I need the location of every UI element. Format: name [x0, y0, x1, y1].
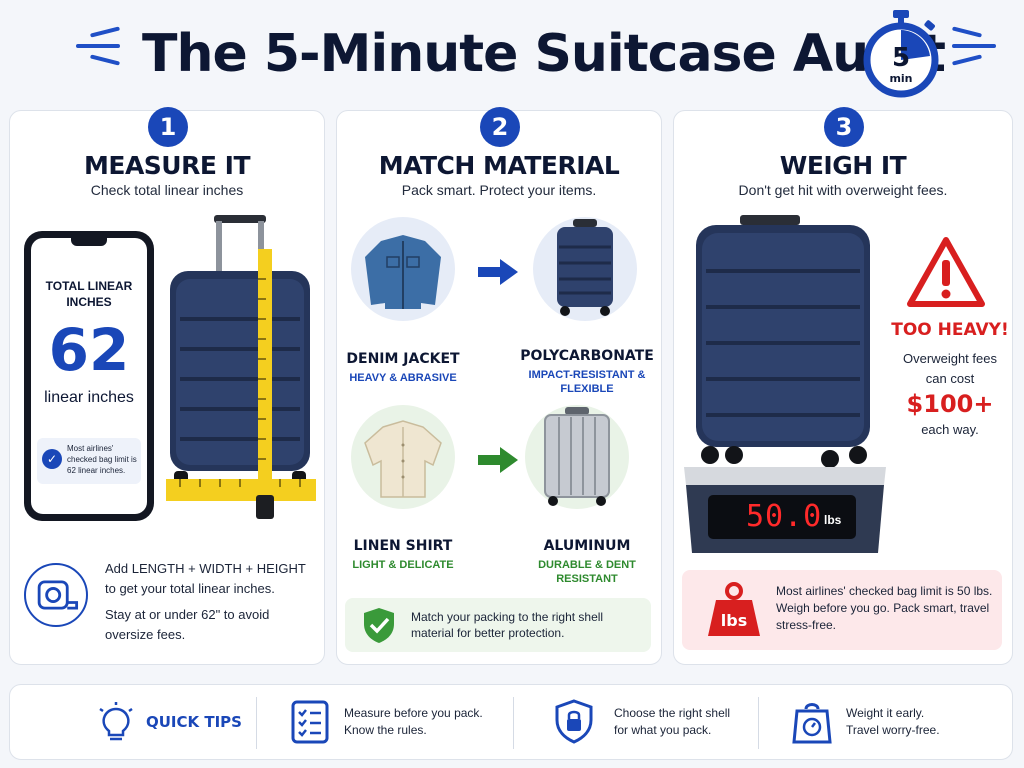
step-badge-2: 2 [480, 107, 520, 147]
weight-lbs-icon: lbs [708, 582, 760, 636]
arrow-right-icon [478, 259, 518, 285]
denim-jacket-label: DENIM JACKET [346, 351, 460, 367]
step-badge-3: 3 [824, 107, 864, 147]
fee-amount: $100+ [906, 390, 994, 418]
fee-line-2: can cost [925, 371, 975, 386]
tape-measure-icon [24, 563, 88, 627]
denim-jacket-circle [351, 217, 455, 321]
linen-shirt-icon [364, 420, 442, 498]
weight-icon-label: lbs [721, 611, 747, 630]
header: The 5-Minute Suitcase Audit 5 min [0, 0, 1024, 104]
linen-shirt-circle [351, 405, 455, 509]
weigh-panel: 3 WEIGH IT Don't get hit with overweight… [673, 107, 1013, 665]
phone-note: ✓ Most airlines' checked bag limit is 62… [37, 438, 141, 484]
page-title: The 5-Minute Suitcase Audit [142, 24, 946, 84]
step-badge-1: 1 [148, 107, 188, 147]
timer-value: 5 [892, 43, 910, 73]
polycarbonate-label: POLYCARBONATE [520, 348, 654, 364]
too-heavy-warning: TOO HEAVY! [891, 320, 1009, 340]
weigh-title: WEIGH IT [779, 151, 907, 180]
aluminum-suitcase-icon [544, 407, 610, 506]
shield-lock-icon [555, 699, 593, 744]
measure-panel: 1 MEASURE IT Check total linear inches T… [9, 107, 325, 665]
polycarbonate-suitcase-icon [557, 219, 613, 316]
tip-weigh: Weight it early. Travel worry-free. [846, 706, 940, 737]
material-subtitle: Pack smart. Protect your items. [401, 182, 597, 198]
weigh-subtitle: Don't get hit with overweight fees. [738, 182, 948, 198]
weigh-tip: lbs Most airlines' checked bag limit is … [682, 570, 1002, 650]
linear-inches-value: 62 [48, 316, 130, 384]
denim-jacket-desc: HEAVY & ABRASIVE [349, 372, 457, 384]
shield-check-icon [364, 608, 394, 643]
phone-illustration: TOTAL LINEAR INCHES 62 linear inches ✓ M… [24, 231, 154, 521]
suitcase-tape-illustration [166, 215, 316, 519]
aluminum-circle [525, 405, 629, 509]
material-panel: 2 MATCH MATERIAL Pack smart. Protect you… [336, 107, 662, 665]
quick-tips-bar: QUICK TIPS Measure before you pack. Know… [9, 684, 1013, 760]
bag-scale-icon [792, 703, 832, 744]
quick-tips-label: QUICK TIPS [146, 713, 242, 731]
scale-weight-unit: lbs [824, 513, 842, 527]
material-tip-text: Match your packing to the right shell ma… [411, 610, 604, 640]
linen-shirt-label: LINEN SHIRT [353, 538, 453, 554]
lightbulb-icon [99, 702, 133, 741]
denim-jacket-icon [365, 235, 441, 309]
weigh-tip-text: Most airlines' checked bag limit is 50 l… [776, 584, 993, 632]
linen-shirt-desc: LIGHT & DELICATE [352, 559, 454, 571]
scale-readout: 50.0 lbs [708, 495, 856, 539]
linear-inches-unit: linear inches [44, 389, 134, 406]
fee-line-1: Overweight fees [903, 351, 997, 366]
material-title: MATCH MATERIAL [378, 151, 620, 180]
tip-measure: Measure before you pack. Know the rules. [344, 706, 483, 737]
polycarbonate-circle [533, 217, 637, 321]
measure-subtitle: Check total linear inches [90, 182, 244, 198]
arrow-right-icon [478, 447, 518, 473]
scale-weight-value: 50.0 [746, 499, 823, 534]
stopwatch-icon: 5 min [863, 10, 939, 98]
aluminum-label: ALUMINUM [543, 538, 631, 554]
timer-unit: min [889, 72, 912, 85]
aluminum-desc: DURABLE & DENT RESISTANT [538, 559, 636, 585]
fee-line-3: each way. [921, 422, 979, 437]
warning-triangle-icon [907, 237, 985, 307]
check-icon: ✓ [42, 449, 62, 469]
material-tip: Match your packing to the right shell ma… [345, 598, 651, 652]
checklist-icon [291, 700, 329, 744]
phone-label: TOTAL LINEAR INCHES [45, 279, 133, 309]
tip-shell: Choose the right shell for what you pack… [614, 706, 731, 737]
measure-title: MEASURE IT [84, 151, 251, 180]
polycarbonate-desc: IMPACT-RESISTANT & FLEXIBLE [528, 369, 646, 395]
measure-description: Add LENGTH + WIDTH + HEIGHT to get your … [105, 561, 306, 642]
